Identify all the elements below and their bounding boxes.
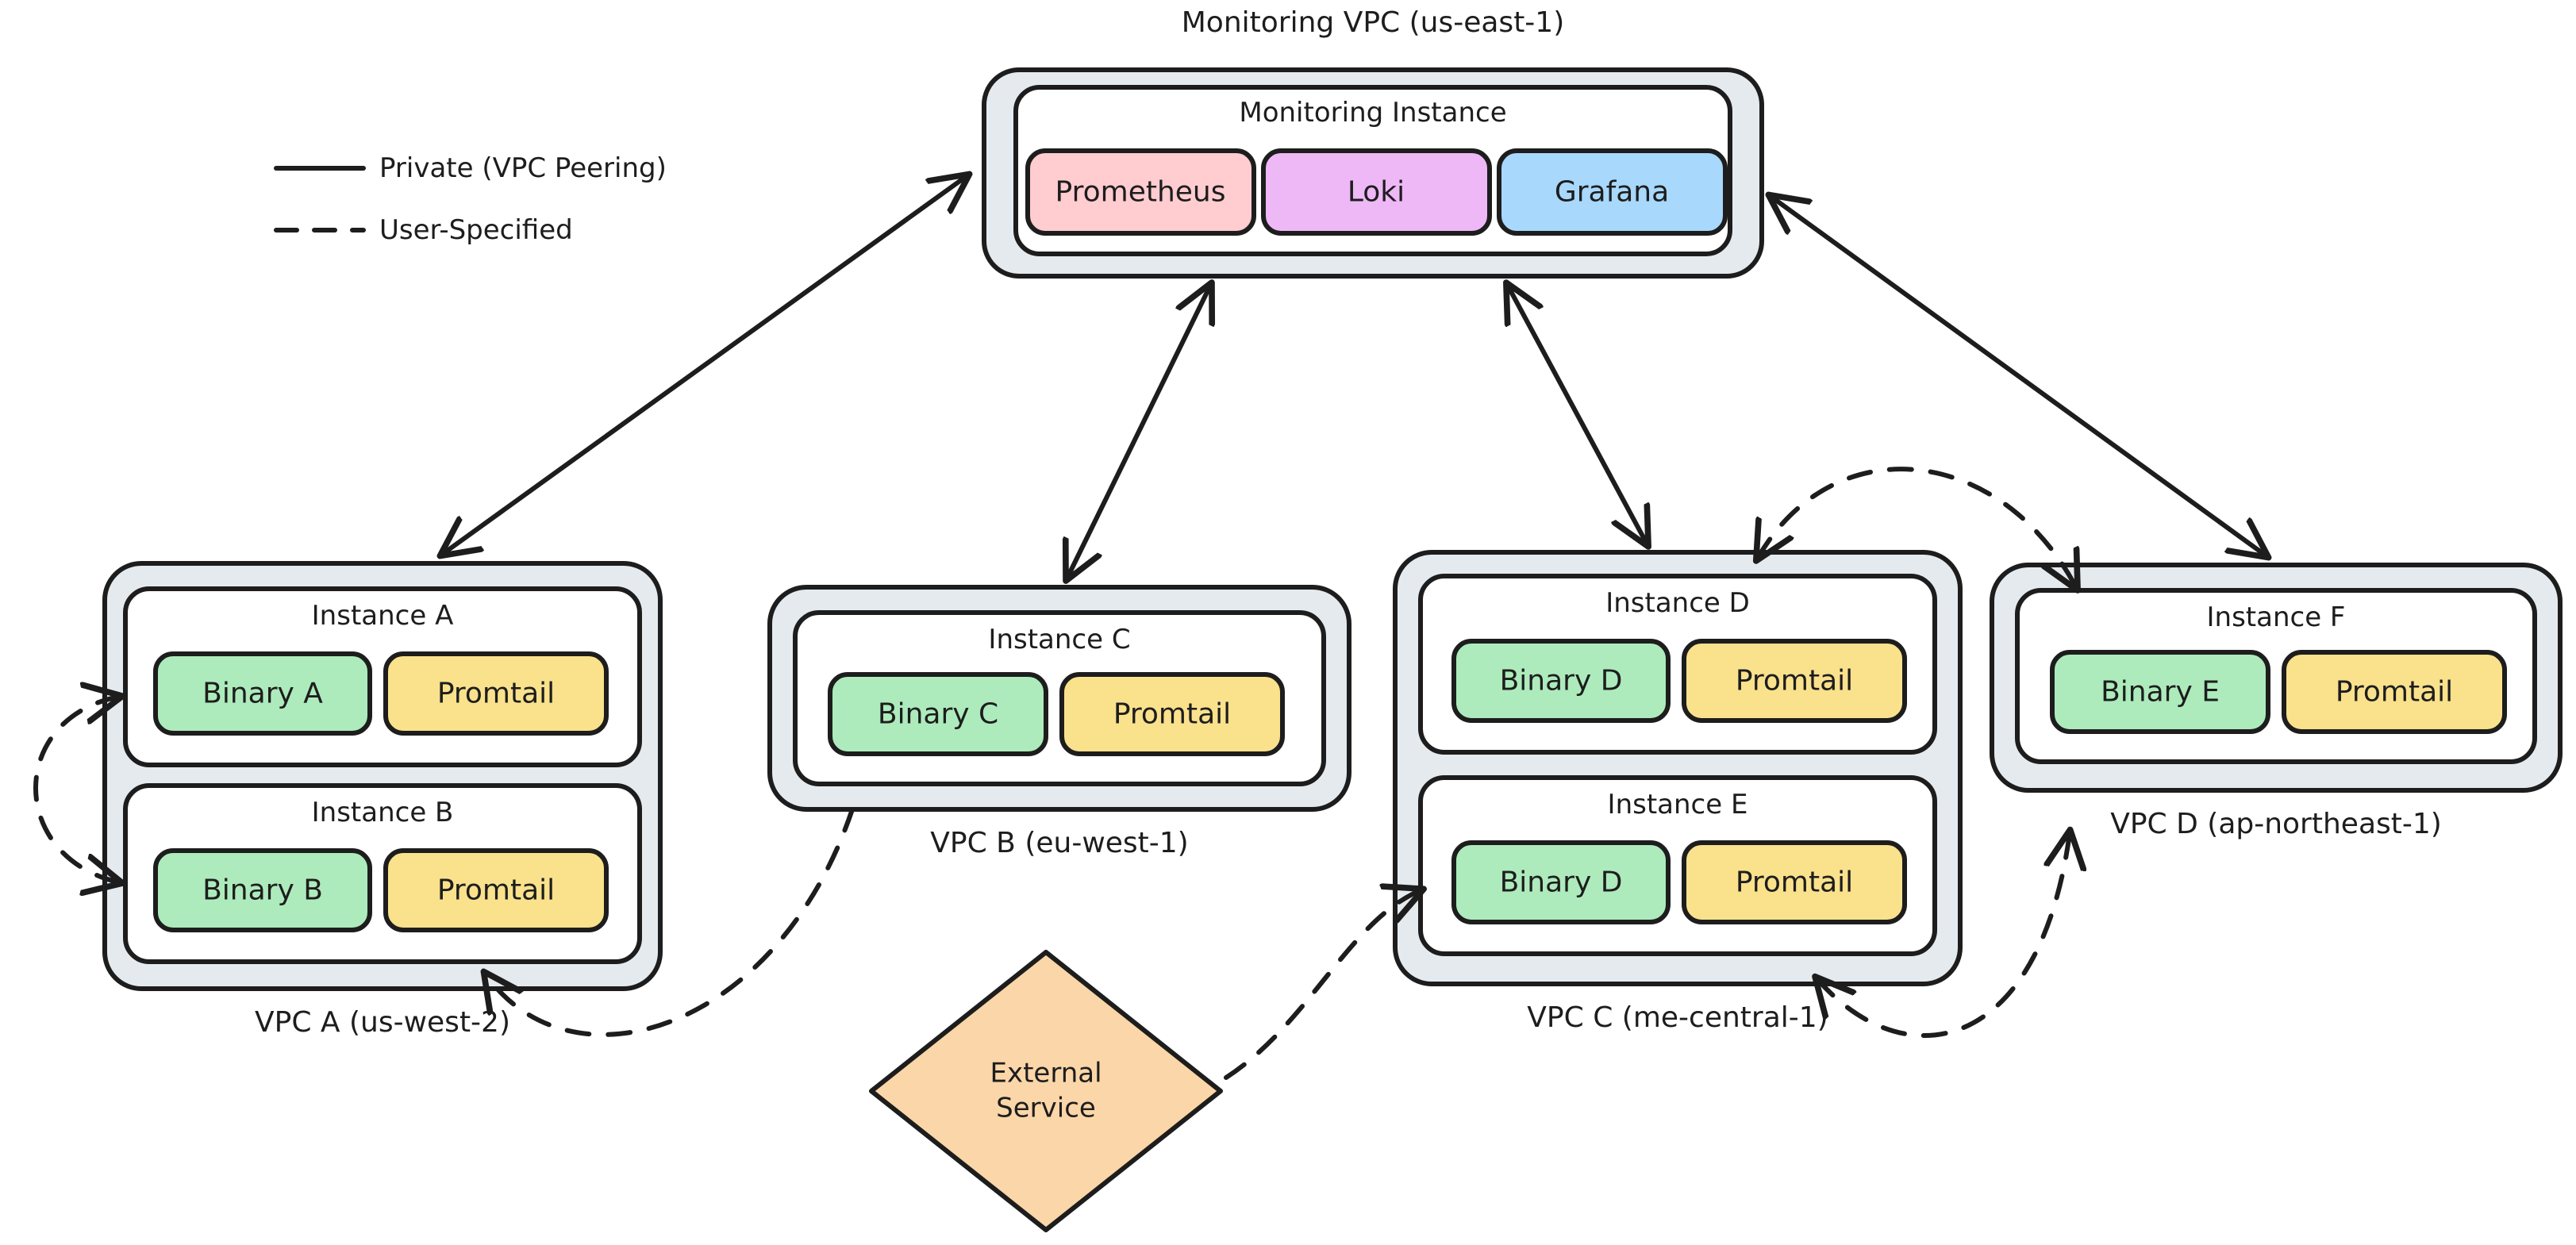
node-promtail-f[interactable] bbox=[2282, 650, 2507, 734]
external-service-line2: Service bbox=[996, 1092, 1096, 1124]
node-prometheus[interactable] bbox=[1025, 148, 1256, 236]
instance-monitoring-title: Monitoring Instance bbox=[1239, 97, 1507, 129]
node-promtail-f-label: Promtail bbox=[2335, 675, 2454, 709]
instance-a-title: Instance A bbox=[311, 600, 454, 632]
edge-instance-e-instance-f[interactable] bbox=[1817, 833, 2070, 1039]
node-promtail-d-label: Promtail bbox=[1735, 664, 1854, 697]
legend-label-user-specified: User-Specified bbox=[379, 214, 573, 246]
node-loki-label: Loki bbox=[1347, 175, 1405, 209]
external-service-shape[interactable] bbox=[869, 950, 1223, 1232]
node-binary-d[interactable] bbox=[1451, 639, 1671, 723]
node-binary-e-label: Binary D bbox=[1499, 866, 1623, 899]
instance-b-title: Instance B bbox=[311, 797, 454, 828]
edge-monitoring-vpc-c[interactable] bbox=[1508, 286, 1647, 544]
node-binary-c-label: Binary C bbox=[877, 697, 999, 731]
node-binary-f-label: Binary E bbox=[2101, 675, 2220, 709]
vpc-c-title: VPC C (me-central-1) bbox=[1527, 1001, 1828, 1034]
node-promtail-c[interactable] bbox=[1059, 672, 1285, 756]
edge-instance-a-instance-b[interactable] bbox=[33, 697, 119, 882]
node-binary-e-slot[interactable] bbox=[1451, 840, 1671, 924]
node-promtail-e-label: Promtail bbox=[1735, 866, 1854, 899]
node-binary-f[interactable] bbox=[2050, 650, 2270, 734]
node-binary-b[interactable] bbox=[153, 848, 372, 932]
edge-monitoring-vpc-a[interactable] bbox=[443, 176, 967, 554]
external-service-label: External Service bbox=[990, 1056, 1102, 1125]
node-prometheus-label: Prometheus bbox=[1055, 175, 1226, 209]
node-promtail-b[interactable] bbox=[383, 848, 609, 932]
vpc-d-title: VPC D (ap-northeast-1) bbox=[2110, 808, 2442, 840]
node-grafana[interactable] bbox=[1497, 148, 1728, 236]
node-promtail-b-label: Promtail bbox=[436, 874, 556, 907]
node-promtail-c-label: Promtail bbox=[1113, 697, 1232, 731]
edge-external-service-instance-e[interactable] bbox=[1224, 890, 1421, 1080]
node-binary-a[interactable] bbox=[153, 651, 372, 736]
node-binary-d-label: Binary D bbox=[1499, 664, 1623, 697]
edge-monitoring-vpc-d[interactable] bbox=[1771, 197, 2266, 555]
instance-c-title: Instance C bbox=[988, 624, 1131, 655]
vpc-monitoring-title: Monitoring VPC (us-east-1) bbox=[1181, 6, 1565, 39]
instance-e-title: Instance E bbox=[1607, 789, 1748, 820]
vpc-b-title: VPC B (eu-west-1) bbox=[930, 827, 1189, 859]
node-binary-c[interactable] bbox=[828, 672, 1048, 756]
external-service-line1: External bbox=[990, 1057, 1102, 1089]
node-promtail-d[interactable] bbox=[1682, 639, 1907, 723]
instance-d-title: Instance D bbox=[1605, 587, 1750, 619]
instance-f-title: Instance F bbox=[2206, 601, 2346, 633]
edge-instance-d-instance-f[interactable] bbox=[1758, 467, 2076, 587]
node-promtail-a-label: Promtail bbox=[436, 677, 556, 710]
node-promtail-a[interactable] bbox=[383, 651, 609, 736]
node-binary-a-label: Binary A bbox=[202, 677, 323, 710]
node-grafana-label: Grafana bbox=[1554, 175, 1670, 209]
node-loki[interactable] bbox=[1261, 148, 1492, 236]
edge-monitoring-vpc-b[interactable] bbox=[1067, 286, 1210, 578]
node-binary-b-label: Binary B bbox=[202, 874, 323, 907]
edge-vpc-b-vpc-a[interactable] bbox=[486, 807, 855, 1037]
vpc-a-title: VPC A (us-west-2) bbox=[255, 1006, 510, 1039]
legend-label-private: Private (VPC Peering) bbox=[379, 152, 667, 184]
